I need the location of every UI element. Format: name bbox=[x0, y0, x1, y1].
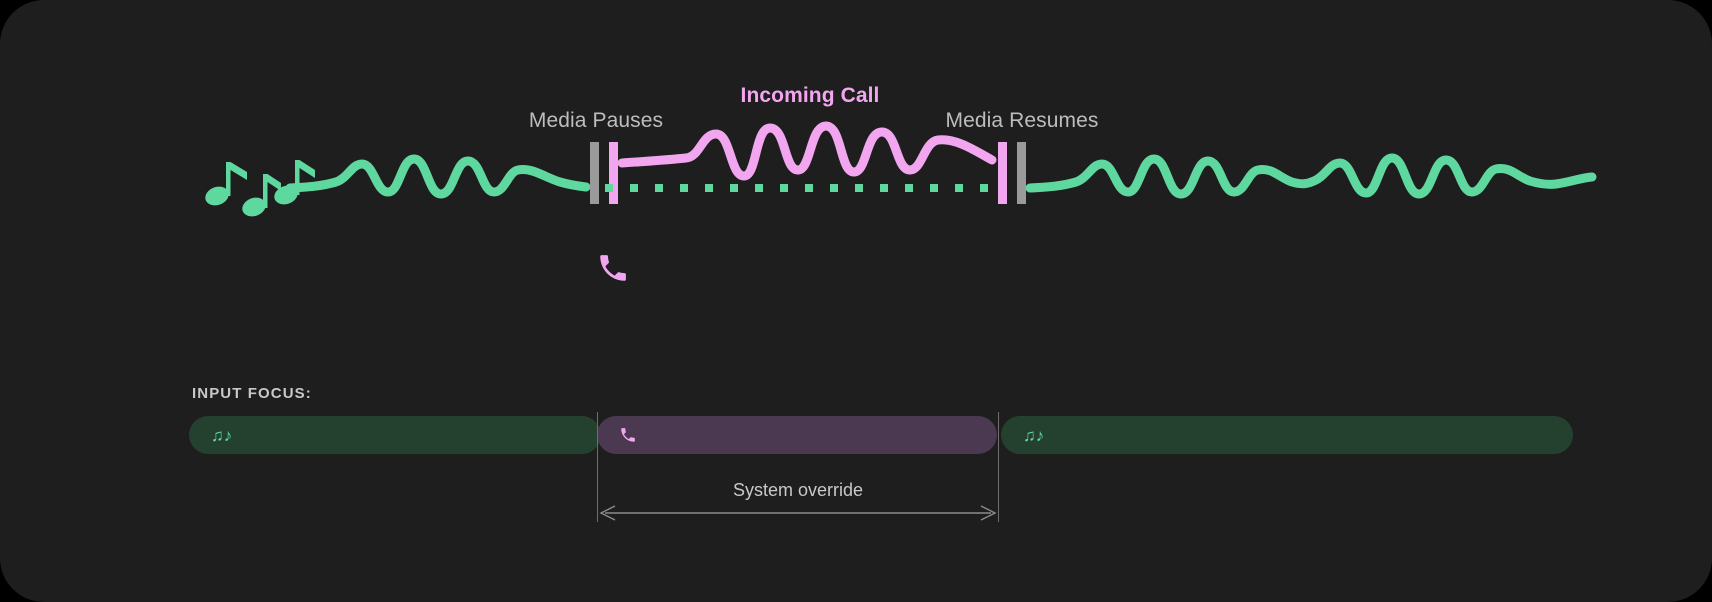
music-notes-icon: ♫♪ bbox=[211, 425, 233, 445]
focus-bar-call[interactable] bbox=[597, 416, 997, 454]
resume-bar-gray-right bbox=[1017, 142, 1026, 204]
guide-line-right bbox=[998, 412, 999, 522]
phone-handset-icon bbox=[621, 428, 635, 442]
waveform-media-before bbox=[285, 154, 591, 199]
label-media-pauses: Media Pauses bbox=[528, 109, 664, 132]
system-override-label: System override bbox=[732, 480, 864, 500]
label-incoming-call: Incoming Call bbox=[740, 84, 880, 107]
resume-bar-pink-right bbox=[998, 142, 1007, 204]
focus-bar-media-after[interactable]: ♫♪ bbox=[1001, 416, 1573, 454]
music-notes-icon: ♫♪ bbox=[1023, 425, 1045, 445]
pause-bar-pink-left bbox=[609, 142, 618, 204]
waveform-media-after bbox=[1025, 153, 1597, 199]
phone-handset-icon bbox=[600, 255, 626, 281]
dotted-media-paused-line bbox=[605, 184, 988, 192]
timeline-waveform-stage bbox=[205, 121, 1597, 217]
system-override-arrow bbox=[599, 505, 997, 521]
guide-line-left bbox=[597, 412, 598, 522]
input-focus-section-label: INPUT FOCUS: bbox=[192, 385, 312, 402]
waveform-incoming-call bbox=[617, 121, 997, 181]
pause-bar-gray-left bbox=[590, 142, 599, 204]
label-media-resumes: Media Resumes bbox=[945, 109, 1099, 132]
music-notes-icon bbox=[205, 160, 315, 217]
focus-bar-media-before[interactable]: ♫♪ bbox=[189, 416, 601, 454]
